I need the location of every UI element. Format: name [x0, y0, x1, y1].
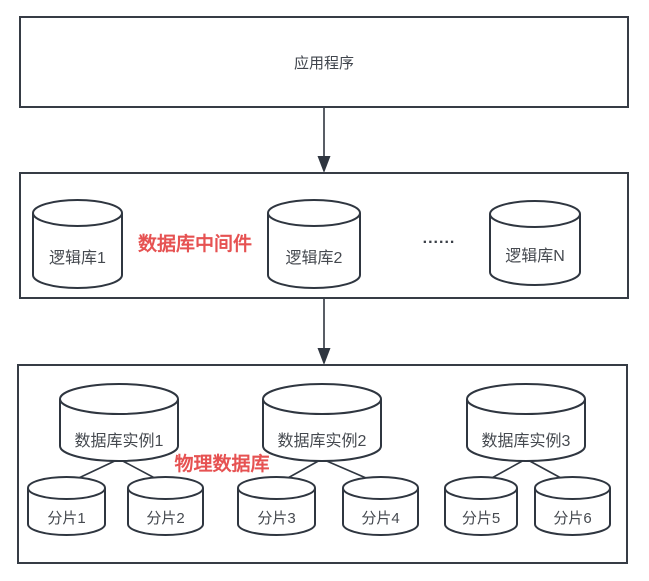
- db-instance-cylinder-1: 数据库实例1: [59, 383, 179, 462]
- ellipsis-dots: ......: [423, 230, 456, 247]
- shard-4-label: 分片4: [361, 510, 399, 527]
- shard-cylinder-2: 分片2: [127, 476, 204, 536]
- application-label: 应用程序: [294, 54, 354, 72]
- logical-db-1-label: 逻辑库1: [49, 249, 106, 267]
- db-instance-cylinder-3: 数据库实例3: [466, 383, 586, 462]
- shard-cylinder-5: 分片5: [444, 476, 518, 536]
- logical-db-cylinder-1: 逻辑库1: [32, 199, 123, 289]
- arrow-app-to-middleware: [317, 108, 331, 173]
- shard-5-label: 分片5: [462, 510, 500, 527]
- shard-3-label: 分片3: [257, 510, 295, 527]
- logical-db-n-label: 逻辑库N: [505, 247, 565, 265]
- application-box: [19, 16, 629, 108]
- arrow-middleware-to-physical: [317, 299, 331, 365]
- physical-db-label: 物理数据库: [174, 452, 269, 475]
- shard-2-label: 分片2: [146, 510, 184, 527]
- db-instance-cylinder-2: 数据库实例2: [262, 383, 382, 462]
- shard-1-label: 分片1: [47, 510, 85, 527]
- arrow-down-icon: [317, 156, 331, 173]
- db-instance-3-label: 数据库实例3: [482, 432, 571, 450]
- db-instance-1-label: 数据库实例1: [75, 432, 164, 450]
- arrow-down-icon: [317, 348, 331, 365]
- shard-cylinder-6: 分片6: [534, 476, 611, 536]
- shard-cylinder-1: 分片1: [27, 476, 106, 536]
- logical-db-cylinder-n: 逻辑库N: [489, 200, 581, 286]
- logical-db-2-label: 逻辑库2: [286, 249, 343, 267]
- shard-cylinder-3: 分片3: [237, 476, 316, 536]
- shard-6-label: 分片6: [553, 510, 591, 527]
- db-instance-2-label: 数据库实例2: [278, 432, 367, 450]
- logical-db-cylinder-2: 逻辑库2: [267, 199, 361, 289]
- middleware-label: 数据库中间件: [138, 232, 252, 255]
- shard-cylinder-4: 分片4: [342, 476, 419, 536]
